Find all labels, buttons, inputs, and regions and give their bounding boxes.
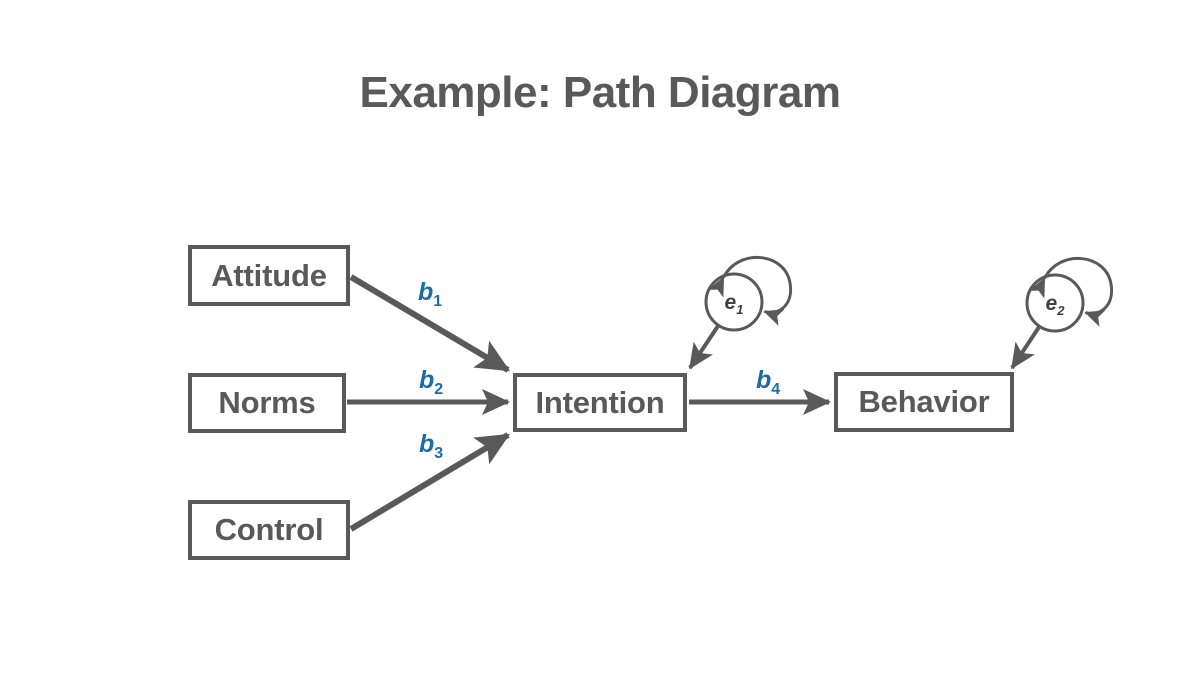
path-label-b3-text: b xyxy=(419,430,435,458)
path-arrow-attitude-intention xyxy=(349,274,511,373)
self-loop-e2 xyxy=(1028,256,1114,327)
path-label-b1: b1 xyxy=(418,278,442,311)
path-label-b4-text: b xyxy=(756,366,772,394)
node-intention[interactable]: Intention xyxy=(513,373,687,432)
node-intention-label: Intention xyxy=(535,384,665,420)
node-attitude[interactable]: Attitude xyxy=(188,245,350,306)
node-norms-label: Norms xyxy=(218,385,316,420)
path-label-b4-subscript: 4 xyxy=(771,381,781,398)
node-control[interactable]: Control xyxy=(188,500,350,560)
path-arrow-control-intention xyxy=(349,432,511,532)
path-label-b3: b3 xyxy=(419,430,443,463)
node-norms[interactable]: Norms xyxy=(188,373,346,433)
error-label-e2: e2 xyxy=(1027,292,1083,318)
error-label-e2-subscript: 2 xyxy=(1057,303,1065,319)
node-control-label: Control xyxy=(214,512,324,547)
path-arrow-e2-behavior xyxy=(1010,325,1041,370)
page-title: Example: Path Diagram xyxy=(359,68,842,117)
path-label-b1-subscript: 1 xyxy=(433,293,443,310)
path-label-b1-text: b xyxy=(418,278,434,306)
node-attitude-label: Attitude xyxy=(211,257,327,293)
node-behavior[interactable]: Behavior xyxy=(834,372,1014,432)
path-label-b2: b2 xyxy=(419,366,443,399)
error-label-e2-text: e xyxy=(1045,292,1058,315)
path-label-b4: b4 xyxy=(756,366,780,399)
error-label-e1-text: e xyxy=(724,291,737,314)
path-arrow-e1-intention xyxy=(688,324,720,370)
path-label-b2-subscript: 2 xyxy=(434,381,444,398)
path-label-b3-subscript: 3 xyxy=(434,445,444,462)
error-label-e1: e1 xyxy=(706,291,762,317)
node-behavior-label: Behavior xyxy=(858,384,990,419)
path-label-b2-text: b xyxy=(419,366,435,394)
error-label-e1-subscript: 1 xyxy=(736,302,744,318)
self-loop-e1 xyxy=(707,255,793,326)
